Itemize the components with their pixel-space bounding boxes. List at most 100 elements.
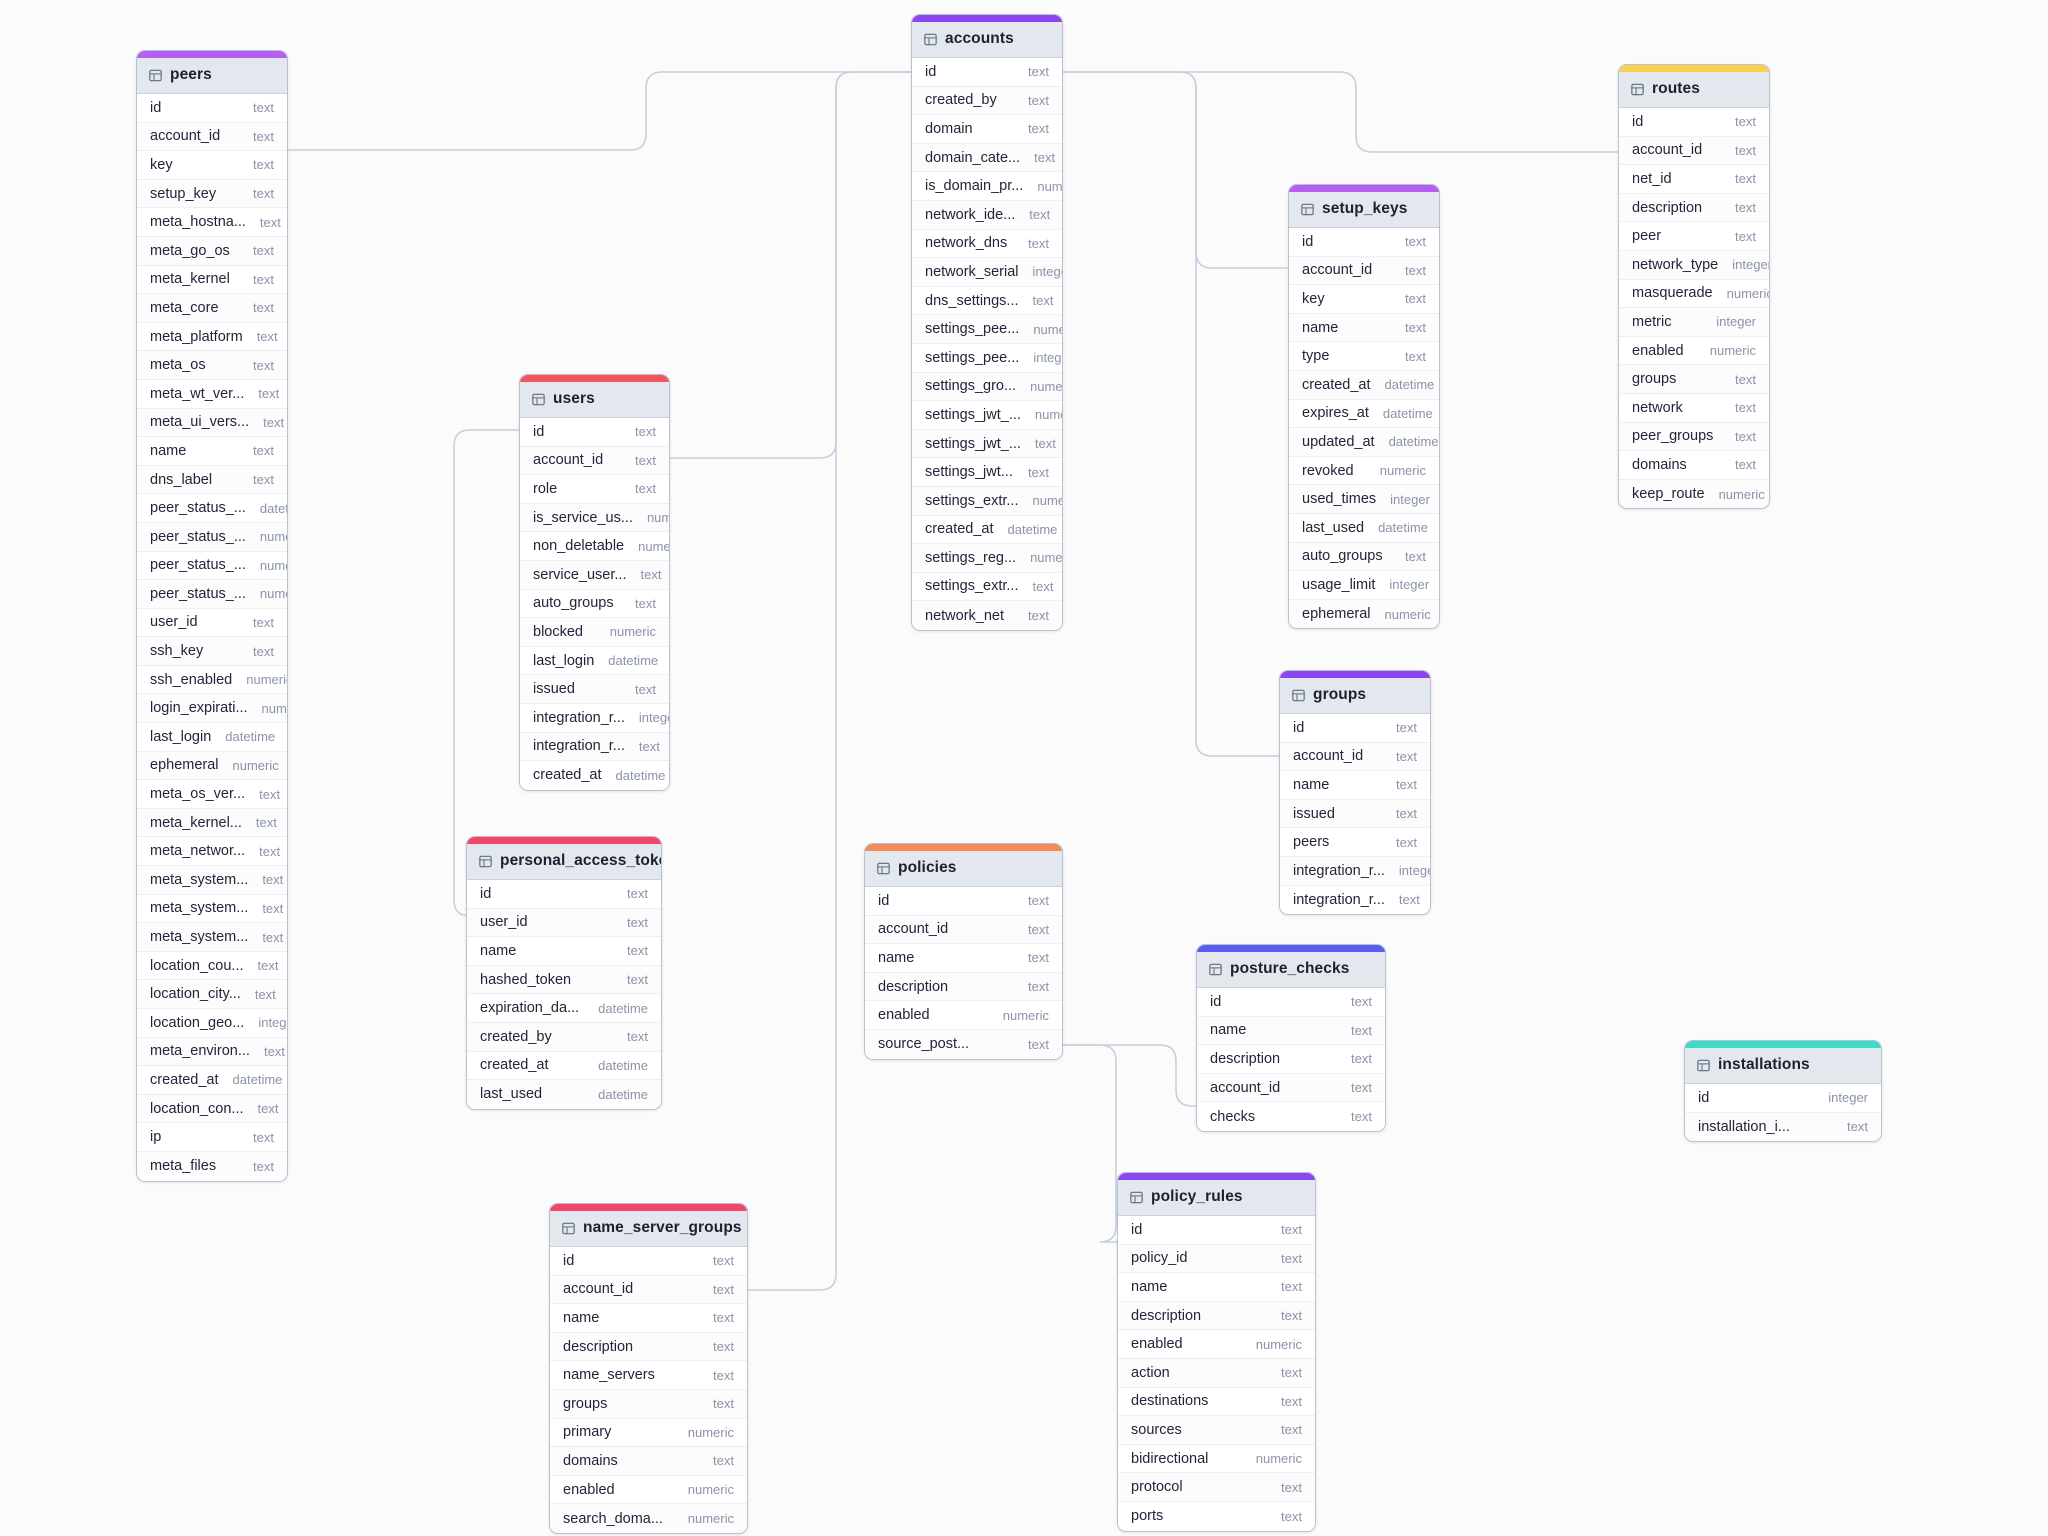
table-row[interactable]: settings_gro...numeric: [912, 372, 1062, 402]
table-header-posture_checks[interactable]: posture_checks: [1197, 952, 1385, 988]
table-row[interactable]: integration_r...integer: [1280, 856, 1430, 886]
table-row[interactable]: network_serialinteger: [912, 258, 1062, 287]
table-header-policies[interactable]: policies: [865, 851, 1062, 887]
table-row[interactable]: settings_extr...text: [912, 572, 1062, 602]
table-personal_access_tokens[interactable]: personal_access_tokensidtextuser_idtextn…: [466, 836, 662, 1110]
table-header-users[interactable]: users: [520, 382, 669, 418]
table-row[interactable]: settings_jwt...text: [912, 458, 1062, 487]
table-row[interactable]: peer_status_...numeric: [137, 551, 287, 581]
table-row[interactable]: integration_r...integer: [520, 703, 669, 733]
table-row[interactable]: meta_system...text: [137, 866, 287, 895]
table-row[interactable]: peer_status_...numeric: [137, 522, 287, 552]
table-row[interactable]: is_domain_pr...numeric: [912, 172, 1062, 201]
table-row[interactable]: peer_status_...numeric: [137, 580, 287, 609]
table-header-personal_access_tokens[interactable]: personal_access_tokens: [467, 844, 661, 880]
table-row[interactable]: integration_r...text: [520, 732, 669, 762]
table-row[interactable]: non_deletablenumeric: [520, 532, 669, 561]
table-row[interactable]: meta_system...text: [137, 894, 287, 924]
table-row[interactable]: expiration_da...datetime: [467, 994, 661, 1023]
table-row[interactable]: meta_kernel...text: [137, 808, 287, 838]
table-row[interactable]: source_post...text: [865, 1029, 1062, 1059]
table-row[interactable]: meta_environ...text: [137, 1037, 287, 1067]
table-header-setup_keys[interactable]: setup_keys: [1289, 192, 1439, 228]
table-row[interactable]: meta_system...text: [137, 923, 287, 952]
table-row[interactable]: location_geo...integer: [137, 1009, 287, 1038]
table-row[interactable]: meta_os_ver...text: [137, 780, 287, 809]
table-row[interactable]: is_service_us...numeric: [520, 503, 669, 533]
table-row[interactable]: settings_pee...numeric: [912, 315, 1062, 344]
